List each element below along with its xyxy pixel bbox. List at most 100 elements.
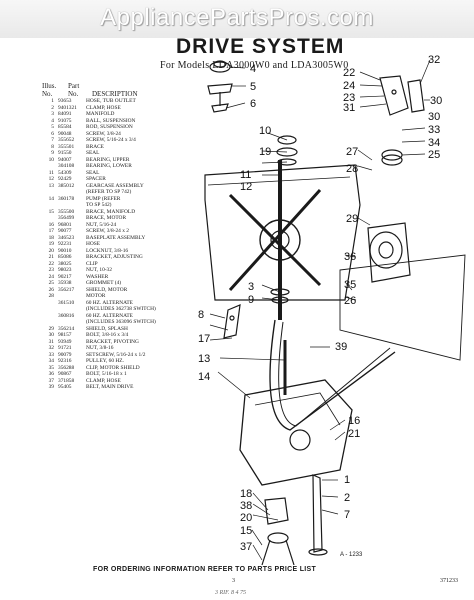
page-subtitle: For Models LDA3000W0 and LDA3005W0: [160, 60, 349, 71]
parts-row-illus-no: 26: [48, 286, 54, 293]
callout-6: 6: [250, 98, 256, 110]
parts-row-description: 60 HZ. ALTERNATE: [86, 312, 133, 319]
callout-27: 27: [346, 146, 358, 158]
parts-row-part-no: 91550: [58, 150, 72, 156]
watermark-text: AppliancePartsPros.com: [100, 4, 374, 31]
parts-row-description: HOSE: [86, 241, 101, 247]
parts-row-description: SETSCREW, 5/16-24 x 1/2: [86, 351, 146, 358]
callout-28: 28: [346, 163, 358, 175]
parts-row-description: TO SP 542): [86, 202, 112, 208]
parts-row-description: SHIELD, MOTOR: [86, 286, 128, 293]
parts-row-illus-no: 15: [48, 208, 54, 215]
parts-row-part-no: 93949: [58, 338, 72, 345]
callout-9: 9: [248, 294, 254, 306]
callout-2: 2: [344, 492, 350, 504]
callout-10: 10: [259, 125, 271, 137]
callout-25: 25: [428, 149, 440, 161]
parts-row-description: SCREW, 3/8-24: [86, 130, 121, 137]
callout-24: 24: [343, 80, 355, 92]
parts-list-row: 26 356217 SHIELD, MOTOR: [40, 287, 190, 294]
callout-30: 30: [430, 95, 442, 107]
parts-row-illus-no: 18: [48, 234, 54, 241]
parts-row-part-no: 94007: [58, 156, 72, 163]
parts-row-description: BRACE, MANIFOLD: [86, 208, 136, 215]
parts-row-illus-no: 23: [48, 267, 54, 273]
parts-row-illus-no: 32: [48, 345, 54, 351]
parts-row-description: BOLT, 5/16-18 x 1: [86, 371, 127, 377]
parts-row-part-no: 90079: [58, 351, 72, 358]
parts-row-description: BRACE, MOTOR: [86, 215, 127, 221]
parts-row-description: BOLT, 3/8-16 x 3/4: [86, 332, 129, 338]
parts-row-description: SCREW, 3/8-24 x 2: [86, 228, 129, 234]
parts-row-part-no: 35938: [58, 280, 72, 286]
parts-row-illus-no: 12: [48, 176, 54, 182]
parts-row-description: BASEPLATE ASSEMBLY: [86, 234, 146, 241]
parts-row-illus-no: 16: [48, 221, 54, 228]
callout-14: 14: [198, 371, 210, 383]
parts-row-part-no: 90867: [58, 371, 72, 377]
parts-row-description: BEARING, UPPER: [86, 156, 130, 163]
parts-row-part-no: 360178: [58, 195, 75, 202]
parts-list-row: TO SP 542): [40, 202, 190, 209]
callout-29: 29: [346, 213, 358, 225]
parts-row-part-no: 96801: [58, 221, 72, 228]
callout-34: 34: [428, 137, 440, 149]
splash-shield-part: [339, 254, 466, 361]
brace-part: [223, 304, 241, 339]
parts-row-illus-no: 13: [48, 182, 54, 189]
parts-row-part-no: 92231: [58, 241, 72, 247]
parts-row-description: HOSE, TUB OUTLET: [86, 98, 136, 104]
parts-list-row: 360816 60 HZ. ALTERNATE: [40, 313, 190, 320]
parts-row-illus-no: 17: [48, 228, 54, 234]
parts-row-part-no: 371858: [58, 377, 75, 384]
parts-row-description: BEARING, LOWER: [86, 163, 132, 169]
parts-row-part-no: 356499: [58, 215, 75, 221]
callout-4: 4: [250, 63, 256, 75]
parts-row-illus-no: 11: [48, 169, 54, 176]
parts-row-description: LOCKNUT, 3/8-16: [86, 247, 129, 254]
parts-row-description: GROMMET (4): [86, 280, 122, 286]
parts-row-illus-no: 20: [48, 247, 54, 254]
parts-row-part-no: 356217: [58, 286, 75, 293]
parts-row-part-no: 98157: [58, 332, 72, 338]
leader-lines: [209, 59, 431, 561]
parts-row-illus-no: 29: [48, 325, 54, 332]
parts-row-illus-no: 9: [51, 150, 54, 156]
parts-row-description: PULLEY, 60 HZ.: [86, 358, 124, 364]
parts-row-illus-no: 39: [48, 384, 54, 390]
parts-row-illus-no: 22: [48, 260, 54, 267]
parts-row-description: SHIELD, SPLASH: [86, 325, 128, 332]
parts-row-illus-no: 14: [48, 195, 54, 202]
page-number: 3: [232, 578, 235, 584]
parts-row-part-no: 360816: [58, 312, 75, 319]
parts-row-part-no: 385012: [58, 182, 75, 189]
figure-callouts: 4561019111239817131439183820153712716212…: [198, 54, 442, 553]
parts-row-description: BELT, MAIN DRIVE: [86, 384, 134, 390]
parts-row-description: NUT, 5/16-24: [86, 221, 117, 228]
parts-row-part-no: 38025: [58, 260, 72, 267]
parts-row-part-no: 356288: [58, 364, 75, 371]
callout-31: 31: [343, 102, 355, 114]
parts-row-illus-no: 37: [48, 377, 54, 384]
